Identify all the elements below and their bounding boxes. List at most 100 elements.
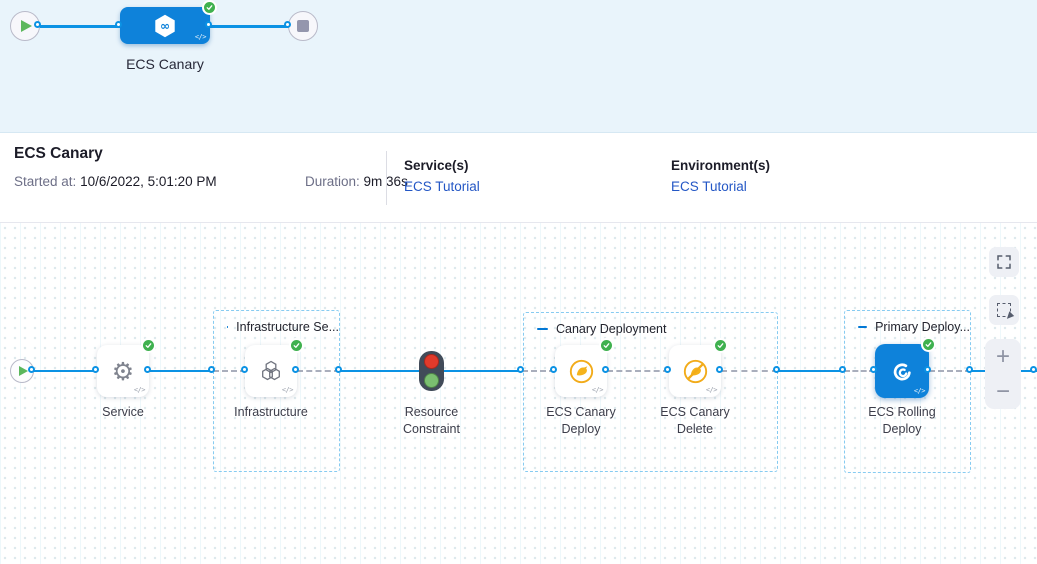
zoom-panel: + − [985,339,1021,409]
pipeline-title: ECS Canary [14,145,103,162]
edge-dashed [721,370,778,372]
port [663,366,671,373]
play-icon [18,366,28,376]
port [772,366,780,373]
ecs-swirl-icon [893,363,911,381]
collapse-icon[interactable] [227,325,229,329]
port [91,366,99,373]
code-icon: </> [281,386,294,394]
services-block: Service(s) ECS Tutorial [404,158,480,194]
traffic-light-green [424,373,439,388]
check-circle-icon [141,338,156,353]
port [283,21,291,28]
code-icon: </> [591,386,604,394]
edge [33,370,97,372]
group-title: Infrastructure Se... [236,320,339,334]
port [923,366,931,373]
group-canary-deployment[interactable]: Canary Deployment [523,312,778,472]
port [204,21,212,28]
node-label: Service [102,405,144,419]
port [869,366,877,373]
stop-icon [297,20,309,32]
edge-dashed [607,370,669,372]
marquee-select-button[interactable] [989,295,1019,325]
port [27,366,35,373]
zoom-out-button[interactable]: − [995,377,1010,405]
check-circle-icon [289,338,304,353]
node-label: ECS Canary Deploy [546,405,616,436]
node-label: ECS Canary Delete [660,405,730,436]
check-circle-icon [713,338,728,353]
check-circle-icon [921,337,936,352]
code-icon: </> [194,33,207,41]
duration-label: Duration: [305,174,360,189]
edge-dashed [522,370,555,372]
fullscreen-button[interactable] [989,247,1019,277]
edge-dashed [213,370,246,372]
environment-link[interactable]: ECS Tutorial [671,179,747,194]
collapse-icon[interactable] [537,327,548,331]
fullscreen-icon [997,255,1011,269]
divider [386,151,387,205]
environments-block: Environment(s) ECS Tutorial [671,158,770,194]
port [291,366,299,373]
check-circle-icon [599,338,614,353]
port [516,366,524,373]
edge [149,370,213,372]
node-ecs-canary-deploy[interactable]: </> [555,338,614,397]
node-infrastructure[interactable]: </> [245,338,304,397]
started-label: Started at: [14,174,77,189]
started-value: 10/6/2022, 5:01:20 PM [80,174,217,189]
execution-graph-canvas[interactable]: Infrastructure Se... Canary Deployment P… [0,223,1037,564]
stage-node-ecs-canary[interactable]: ∞ </> [120,0,217,44]
group-infrastructure-section[interactable]: Infrastructure Se... [213,310,340,472]
node-service[interactable]: ⚙ </> [97,338,156,397]
port [114,21,122,28]
execution-details-bar: ECS Canary Started at: 10/6/2022, 5:01:2… [0,133,1037,223]
pipeline-hexagon-icon: ∞ [155,14,175,37]
node-resource-constraint[interactable] [419,351,444,391]
environments-label: Environment(s) [671,158,771,173]
hexagon-cluster-icon [262,360,280,381]
edge-dashed [929,370,971,372]
port [1030,366,1037,373]
pipeline-end-node [288,11,318,41]
service-link[interactable]: ECS Tutorial [404,179,480,194]
edge [210,25,289,28]
group-title: Canary Deployment [556,322,667,336]
traffic-light-red [424,354,439,369]
canary-bird-icon [569,359,593,383]
started-at: Started at: 10/6/2022, 5:01:20 PM [14,174,217,189]
port [549,366,557,373]
port [334,366,342,373]
port [965,366,973,373]
marquee-select-icon [997,303,1011,317]
services-label: Service(s) [404,158,469,173]
collapse-icon[interactable] [858,325,868,329]
duration-value: 9m 36s [363,174,408,189]
port [240,366,248,373]
node-ecs-rolling-deploy[interactable]: </> [875,337,936,398]
edge [39,25,120,28]
zoom-in-button[interactable]: + [995,342,1010,370]
canary-bird-slash-icon [683,359,707,383]
port [143,366,151,373]
port [207,366,215,373]
group-title: Primary Deploy... [875,320,970,334]
node-label: Resource Constraint [403,405,460,436]
port [715,366,723,373]
gear-icon: ⚙ [111,356,135,386]
node-ecs-canary-delete[interactable]: </> [669,338,728,397]
check-circle-icon [202,0,217,15]
duration: Duration: 9m 36s [305,174,408,189]
port [601,366,609,373]
stage-label: ECS Canary [126,56,204,72]
code-icon: </> [133,386,146,394]
edge [340,370,420,372]
code-icon: </> [705,386,718,394]
group-primary-deployment[interactable]: Primary Deploy... [844,310,971,473]
edge [778,370,844,372]
port [838,366,846,373]
stage-minimap: ∞ </> ECS Canary [0,0,1037,133]
code-icon: </> [913,387,926,395]
